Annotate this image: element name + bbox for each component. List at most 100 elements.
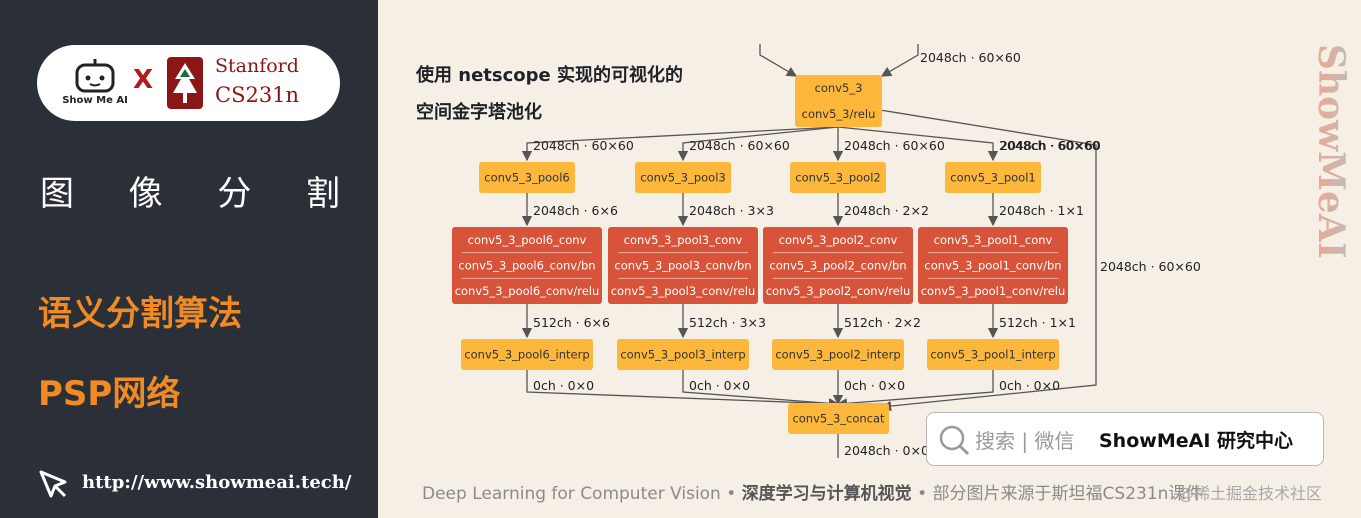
- brand-small: Show Me AI: [62, 95, 128, 106]
- edge-labels: 2048ch · 60×60 2048ch · 60×60 2048ch · 6×6…: [533, 50, 1201, 458]
- conv5_3_pool2-conv-node: conv5_3_pool2_conv conv5_3_pool2_conv/bnc…: [763, 227, 913, 304]
- cross-mark: X: [133, 65, 154, 95]
- conv5_3_pool3-conv-node-label: conv5_3_pool3_conv: [624, 233, 743, 247]
- stanford-name: Stanford: [215, 55, 299, 77]
- robot-icon: [75, 59, 115, 93]
- conv5_3_pool1-conv-node: conv5_3_pool1_conv conv5_3_pool1_conv/bnc…: [918, 227, 1068, 304]
- conv5_3_pool1_interp-node-label: conv5_3_pool1_interp: [930, 348, 1055, 362]
- conv5_3-node-label: conv5_3: [815, 81, 863, 95]
- label-interp-out-3: 0ch · 0×0: [999, 378, 1060, 393]
- cursor-icon: [39, 470, 67, 498]
- showmeai-watermark: ShowMeAI: [1310, 44, 1352, 259]
- conv5_3_pool6_interp-node-label: conv5_3_pool6_interp: [464, 348, 589, 362]
- edge-interp-concat-0: [526, 370, 840, 409]
- conv5_3_pool6-node: conv5_3_pool6: [479, 162, 575, 193]
- concat-node: conv5_3_concat: [788, 403, 889, 434]
- label-interp-out-2: 0ch · 0×0: [844, 378, 905, 393]
- label-pool-out-3: 2048ch · 1×1: [999, 203, 1084, 218]
- conv5_3_pool1-node-label: conv5_3_pool1: [950, 171, 1035, 185]
- conv5_3_pool3_interp-node: conv5_3_pool3_interp: [617, 339, 749, 370]
- course-code: CS231n: [215, 83, 300, 107]
- input-edge-right: [880, 44, 919, 77]
- label-in-0: 2048ch · 60×60: [533, 138, 634, 153]
- skip-label-side: 2048ch · 60×60: [1100, 259, 1201, 274]
- conv5_3_pool1-conv-node-label: conv5_3_pool1_conv/bn: [924, 259, 1061, 273]
- label-in-3: 2048ch · 60×60: [999, 138, 1100, 153]
- footer: Deep Learning for Computer Vision • 深度学习…: [378, 476, 1361, 506]
- conv5_3_pool2-node-label: conv5_3_pool2: [795, 171, 880, 185]
- conv5_3_pool3_interp-node-label: conv5_3_pool3_interp: [620, 348, 745, 362]
- label-interp-out-1: 0ch · 0×0: [689, 378, 750, 393]
- section-title: 图 像 分 割: [40, 166, 340, 215]
- conv5_3_pool3-conv-node-label: conv5_3_pool3_conv/relu: [611, 284, 756, 298]
- section-title-char: 分: [217, 174, 252, 214]
- label-pool-out-1: 2048ch · 3×3: [689, 203, 774, 218]
- conv5_3_pool3-conv-node-label: conv5_3_pool3_conv/bn: [614, 259, 751, 273]
- footer-course-cn: 深度学习与计算机视觉: [741, 484, 912, 504]
- conv5_3_pool6-node-label: conv5_3_pool6: [484, 171, 569, 185]
- conv5_3_pool2-conv-node-label: conv5_3_pool2_conv: [779, 233, 898, 247]
- conv5_3_pool2-node: conv5_3_pool2: [790, 162, 886, 193]
- conv5_3_pool6-conv-node-label: conv5_3_pool6_conv/relu: [455, 284, 600, 298]
- diagram-caption-2: 空间金字塔池化: [416, 102, 542, 123]
- footer-source: 部分图片来源于斯坦福CS231n课件: [932, 484, 1203, 504]
- topic-heading: 语义分割算法: [38, 294, 242, 334]
- conv5_3_pool2_interp-node: conv5_3_pool2_interp: [772, 339, 904, 370]
- footer-line: Deep Learning for Computer Vision • 深度学习…: [422, 479, 1202, 504]
- label-conv-out-2: 512ch · 2×2: [844, 315, 921, 330]
- concat-out-label: 2048ch · 0×0: [844, 443, 929, 458]
- label-conv-out-3: 512ch · 1×1: [999, 315, 1076, 330]
- footer-course-en: Deep Learning for Computer Vision: [422, 484, 721, 504]
- label-in-2: 2048ch · 60×60: [844, 138, 945, 153]
- footer-separator: •: [726, 484, 737, 504]
- conv5_3_pool2-conv-node-label: conv5_3_pool2_conv/relu: [766, 284, 911, 298]
- conv5_3_pool6-conv-node: conv5_3_pool6_conv conv5_3_pool6_conv/bnc…: [452, 227, 602, 304]
- stanford-tree-icon: [167, 57, 203, 109]
- label-in-1: 2048ch · 60×60: [689, 138, 790, 153]
- conv5_3-node: conv5_3 conv5_3/relu: [795, 75, 882, 127]
- left-sidebar: Show Me AI X Stanford CS231n 图 像 分 割 语义分…: [0, 0, 378, 518]
- logo-card: Show Me AI X Stanford CS231n: [37, 45, 340, 121]
- edges: [521, 44, 1097, 458]
- subtopic-heading: PSP网络: [38, 374, 181, 414]
- search-icon: [939, 425, 970, 456]
- label-interp-out-0: 0ch · 0×0: [533, 378, 594, 393]
- search-text: 搜索 | 微信: [975, 429, 1075, 453]
- concat-node-label: conv5_3_concat: [792, 412, 885, 426]
- edge-interp-concat-3: [836, 370, 994, 409]
- conv5_3_pool6-conv-node-label: conv5_3_pool6_conv: [468, 233, 587, 247]
- label-pool-out-0: 2048ch · 6×6: [533, 203, 618, 218]
- label-pool-out-2: 2048ch · 2×2: [844, 203, 929, 218]
- skip-edge: [879, 109, 1097, 412]
- section-title-char: 像: [128, 174, 163, 214]
- nodes: conv5_3 conv5_3/relu conv5_3_pool6 conv5_3_…: [452, 75, 1068, 434]
- wechat-search-box[interactable]: 搜索 | 微信 ShowMeAI 研究中心: [926, 412, 1324, 466]
- label-conv-out-0: 512ch · 6×6: [533, 315, 610, 330]
- conv5_3_pool1-conv-node-label: conv5_3_pool1_conv: [934, 233, 1053, 247]
- watermark-text: ShowMeAI: [1310, 44, 1352, 259]
- conv5_3_pool3-conv-node: conv5_3_pool3_conv conv5_3_pool3_conv/bnc…: [608, 227, 758, 304]
- conv5_3_pool3-node: conv5_3_pool3: [635, 162, 731, 193]
- edge-to-conv5_3_pool3: [677, 126, 839, 162]
- site-url-link[interactable]: http://www.showmeai.tech/: [82, 472, 352, 493]
- conv5_3_pool3-node-label: conv5_3_pool3: [640, 171, 725, 185]
- conv5_3_pool2_interp-node-label: conv5_3_pool2_interp: [775, 348, 900, 362]
- edge-to-conv5_3_pool6: [521, 126, 839, 162]
- label-conv-out-1: 512ch · 3×3: [689, 315, 766, 330]
- conv5_3_pool1_interp-node: conv5_3_pool1_interp: [927, 339, 1059, 370]
- section-title-char: 图: [40, 174, 74, 214]
- conv5_3_pool2-conv-node-label: conv5_3_pool2_conv/bn: [769, 259, 906, 273]
- conv5_3_pool1-node: conv5_3_pool1: [945, 162, 1041, 193]
- conv5_3_pool6_interp-node: conv5_3_pool6_interp: [461, 339, 593, 370]
- search-brand: ShowMeAI 研究中心: [1099, 430, 1293, 452]
- footer-separator: •: [917, 484, 928, 504]
- skip-label-top: 2048ch · 60×60: [1000, 138, 1101, 153]
- conv5_3_pool1-conv-node-label: conv5_3_pool1_conv/relu: [921, 284, 1066, 298]
- conv5_3_pool6-conv-node-label: conv5_3_pool6_conv/bn: [458, 259, 595, 273]
- edge-to-conv5_3_pool1: [837, 126, 999, 162]
- input-label: 2048ch · 60×60: [920, 50, 1021, 65]
- diagram-caption: 使用 netscope 实现的可视化的: [416, 65, 684, 86]
- input-edge-left: [759, 44, 798, 77]
- conv5_3-node-label: conv5_3/relu: [802, 107, 876, 121]
